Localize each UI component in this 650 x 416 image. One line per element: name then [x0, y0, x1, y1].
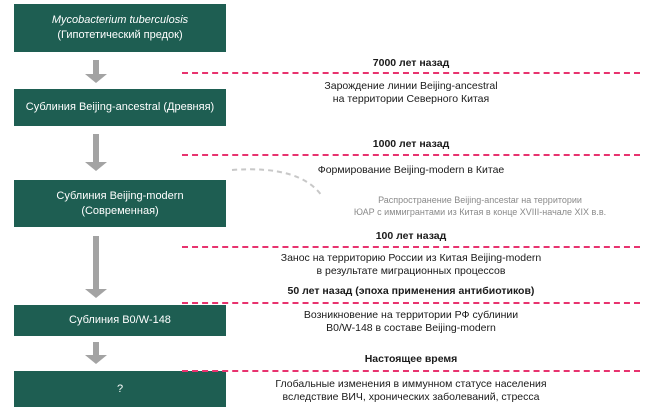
era-label-present: Настоящее время: [364, 353, 458, 365]
node-beijing-ancestral-title: Сублиния Beijing-ancestral (Древняя): [25, 101, 215, 113]
era-note-100-line2: в результате миграционных процессов: [316, 265, 506, 277]
arrow-1: [85, 60, 107, 83]
arrow-2: [85, 134, 107, 171]
era-divider-present: [182, 370, 640, 372]
era-label-50: 50 лет назад (эпоха применения антибиоти…: [287, 285, 535, 297]
node-b0-w148: Сублиния B0/W-148: [14, 305, 226, 336]
era-note-present-line1: Глобальные изменения в иммунном статусе …: [275, 378, 547, 390]
era-note-50-line1: Возникновение на территории РФ сублинии: [303, 309, 519, 321]
era-label-1000: 1000 лет назад: [372, 138, 450, 150]
era-divider-1000: [182, 154, 640, 156]
node-beijing-modern-subtitle: (Современная): [81, 204, 159, 217]
node-unknown: ?: [14, 371, 226, 407]
era-note-100-line1: Занос на территорию России из Китая Beij…: [280, 252, 542, 264]
node-beijing-modern: Сублиния Beijing-modern (Современная): [14, 180, 226, 227]
node-unknown-title: ?: [116, 382, 124, 395]
era-divider-50: [182, 302, 640, 304]
era-label-100: 100 лет назад: [375, 230, 447, 242]
era-note-50: Возникновение на территории РФ сублинии …: [182, 309, 640, 335]
node-ancestor-title: Mycobacterium tuberculosis: [51, 14, 189, 26]
era-note-1000: Формирование Beijing-modern в Китае: [182, 164, 640, 177]
era-divider-100: [182, 246, 640, 248]
node-beijing-ancestral: Сублиния Beijing-ancestral (Древняя): [14, 89, 226, 126]
era-note-7000-line2: на территории Северного Китая: [332, 93, 490, 105]
era-note-1000-line1: Формирование Beijing-modern в Китае: [317, 164, 505, 176]
era-label-7000: 7000 лет назад: [372, 57, 450, 69]
spread-note: Распространение Beijing-ancestar на терр…: [330, 194, 630, 218]
spread-note-line1: Распространение Beijing-ancestar на терр…: [378, 195, 582, 205]
era-note-7000: Зарождение линии Beijing-ancestral на те…: [182, 80, 640, 106]
arrow-3: [85, 236, 107, 298]
node-ancestor-subtitle: (Гипотетический предок): [57, 29, 183, 41]
arrow-4: [85, 342, 107, 364]
era-note-7000-line1: Зарождение линии Beijing-ancestral: [324, 80, 498, 92]
era-divider-7000: [182, 72, 640, 74]
node-ancestor: Mycobacterium tuberculosis (Гипотетическ…: [14, 4, 226, 52]
spread-note-line2: ЮАР с иммигрантами из Китая в конце XVII…: [353, 207, 607, 217]
node-beijing-modern-title: Сублиния Beijing-modern: [56, 189, 184, 202]
era-note-present-line2: вследствие ВИЧ, хронических заболеваний,…: [282, 391, 540, 403]
era-note-50-line2: B0/W-148 в составе Beijing-modern: [326, 322, 496, 334]
node-b0-w148-title: Сублиния B0/W-148: [69, 314, 171, 326]
era-note-100: Занос на территорию России из Китая Beij…: [182, 252, 640, 278]
era-note-present: Глобальные изменения в иммунном статусе …: [182, 378, 640, 404]
